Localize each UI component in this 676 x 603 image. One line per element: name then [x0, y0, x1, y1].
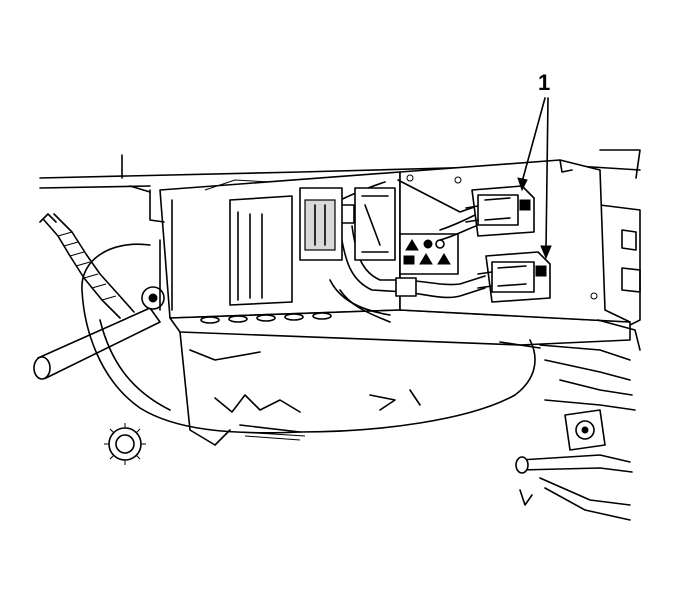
lower-right-mechanism	[499, 319, 641, 521]
connector-bracket	[397, 159, 631, 323]
center-connector	[299, 187, 396, 261]
lower-housing	[169, 309, 631, 446]
blower-gear	[104, 423, 146, 465]
warning-label	[399, 233, 459, 275]
upper-connector	[465, 185, 535, 237]
lower-connector	[477, 251, 551, 303]
support-rod	[33, 286, 165, 380]
hvac-housing	[81, 239, 301, 434]
callout-label-1: 1	[538, 70, 551, 95]
left-duct	[39, 213, 135, 319]
vehicle-frame	[39, 149, 641, 331]
callout-leaders	[517, 97, 552, 260]
